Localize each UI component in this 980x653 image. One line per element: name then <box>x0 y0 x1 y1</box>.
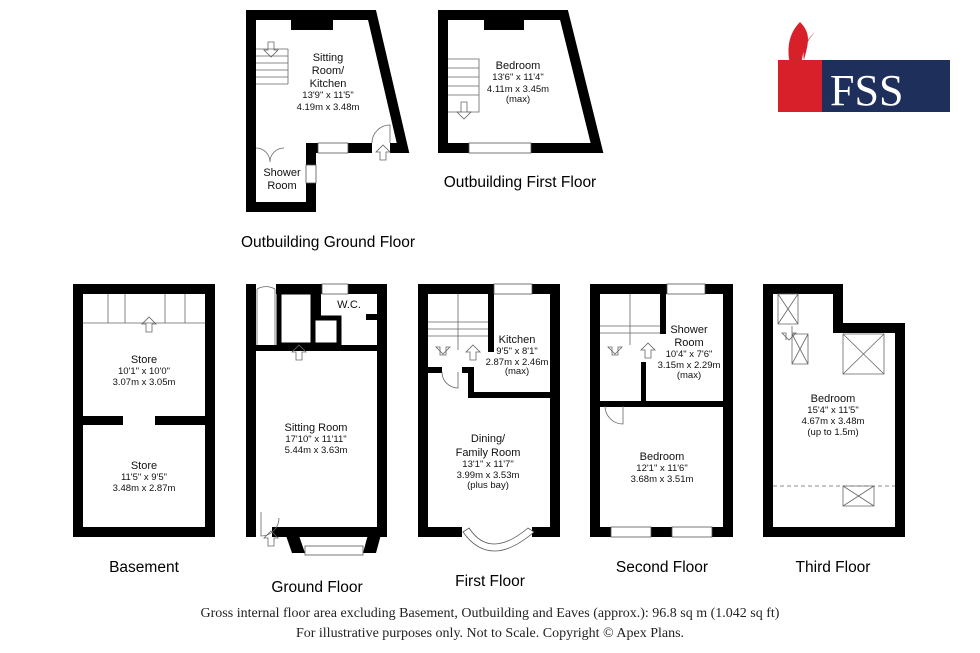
plan-basement: Store 10'1" x 10'0" 3.07m x 3.05m Store … <box>73 284 215 576</box>
room-note: (up to 1.5m) <box>807 427 858 438</box>
room-dimensions-metric: 2.87m x 2.46m <box>486 357 549 368</box>
room-name: Bedroom <box>640 451 685 463</box>
room-dimensions-imperial: 10'1" x 10'0" <box>118 366 170 377</box>
room-name: Bedroom <box>496 60 541 72</box>
room-dimensions-metric: 3.99m x 3.53m <box>457 470 520 481</box>
room-note: (plus bay) <box>467 480 509 491</box>
copyright-note: For illustrative purposes only. Not to S… <box>296 626 684 641</box>
feather-icon <box>788 22 815 96</box>
room-note: (max) <box>677 370 701 381</box>
room-dimensions-metric: 3.48m x 2.87m <box>113 483 176 494</box>
room-dimensions-imperial: 15'4" x 11'5" <box>807 405 858 416</box>
room-note: (max) <box>505 366 529 377</box>
plan-second: Shower Room 10'4" x 7'6" 3.15m x 2.29m (… <box>590 283 733 576</box>
floor-label: Outbuilding First Floor <box>444 174 596 191</box>
room-name: Store <box>131 460 157 472</box>
room-dimensions-imperial: 9'5" x 8'1" <box>496 346 538 357</box>
room-name: Kitchen <box>499 334 536 346</box>
logo-text: FSS <box>830 66 903 115</box>
room-name: Shower <box>263 167 301 179</box>
room-dimensions-metric: 3.15m x 2.29m <box>658 360 721 371</box>
room-dimensions-metric: 4.11m x 3.45m <box>487 84 549 95</box>
room-name: Shower <box>670 324 708 336</box>
floor-label: Third Floor <box>796 559 871 576</box>
room-dimensions-imperial: 17'10" x 11'11" <box>285 434 346 445</box>
stairs-up-arrow-icon <box>291 344 307 361</box>
plan-first: Kitchen 9'5" x 8'1" 2.87m x 2.46m (max) … <box>418 283 560 590</box>
floor-label: Ground Floor <box>271 579 362 596</box>
plan-outbuilding-first: Bedroom 13'6" x 11'4" 4.11m x 3.45m (max… <box>438 10 604 191</box>
room-name: Sitting Room <box>285 422 348 434</box>
room-dimensions-metric: 4.67m x 3.48m <box>802 416 865 427</box>
plan-ground: W.C. Sitting Room 17'10" x 11'11" 5.44m … <box>246 283 387 596</box>
room-dimensions-imperial: 10'4" x 7'6" <box>666 349 713 360</box>
room-dimensions-metric: 3.68m x 3.51m <box>631 474 694 485</box>
floor-area-note: Gross internal floor area excluding Base… <box>201 606 780 621</box>
room-dimensions-metric: 4.19m x 3.48m <box>297 102 360 113</box>
room-name: W.C. <box>337 299 361 311</box>
room-name: Family Room <box>456 447 521 459</box>
stairs-up-arrow-icon <box>141 316 157 333</box>
room-name: Store <box>131 354 157 366</box>
room-dimensions-metric: 5.44m x 3.63m <box>285 445 348 456</box>
fss-logo: FSS <box>778 22 950 115</box>
room-note: (max) <box>506 94 530 105</box>
room-name: Dining/ <box>471 433 506 445</box>
room-dimensions-metric: 3.07m x 3.05m <box>113 377 176 388</box>
floor-label: Second Floor <box>616 559 708 576</box>
room-name: Bedroom <box>811 393 856 405</box>
floor-label: Outbuilding Ground Floor <box>241 234 415 251</box>
plan-outbuilding-ground: Sitting Room/ Kitchen 13'9" x 11'5" 4.19… <box>241 10 415 251</box>
room-dimensions-imperial: 12'1" x 11'6" <box>636 463 687 474</box>
room-dimensions-imperial: 13'6" x 11'4" <box>492 72 543 83</box>
room-name: Room/ <box>312 65 345 77</box>
floor-label: First Floor <box>455 573 525 590</box>
room-name: Room <box>674 337 703 349</box>
plan-third: Bedroom 15'4" x 11'5" 4.67m x 3.48m (up … <box>763 284 905 576</box>
entrance-arrow-icon <box>263 530 279 547</box>
room-dimensions-imperial: 11'5" x 9'5" <box>121 472 167 483</box>
room-name: Room <box>267 180 296 192</box>
room-name: Kitchen <box>310 78 347 90</box>
room-name: Sitting <box>313 52 344 64</box>
floor-label: Basement <box>109 559 179 576</box>
stairs-down-arrow-icon <box>456 101 472 120</box>
stairs-down-arrow-icon <box>263 41 279 58</box>
room-dimensions-imperial: 13'9" x 11'5" <box>302 90 353 101</box>
entrance-arrow-icon <box>375 144 391 161</box>
room-dimensions-imperial: 13'1" x 11'7" <box>462 459 513 470</box>
